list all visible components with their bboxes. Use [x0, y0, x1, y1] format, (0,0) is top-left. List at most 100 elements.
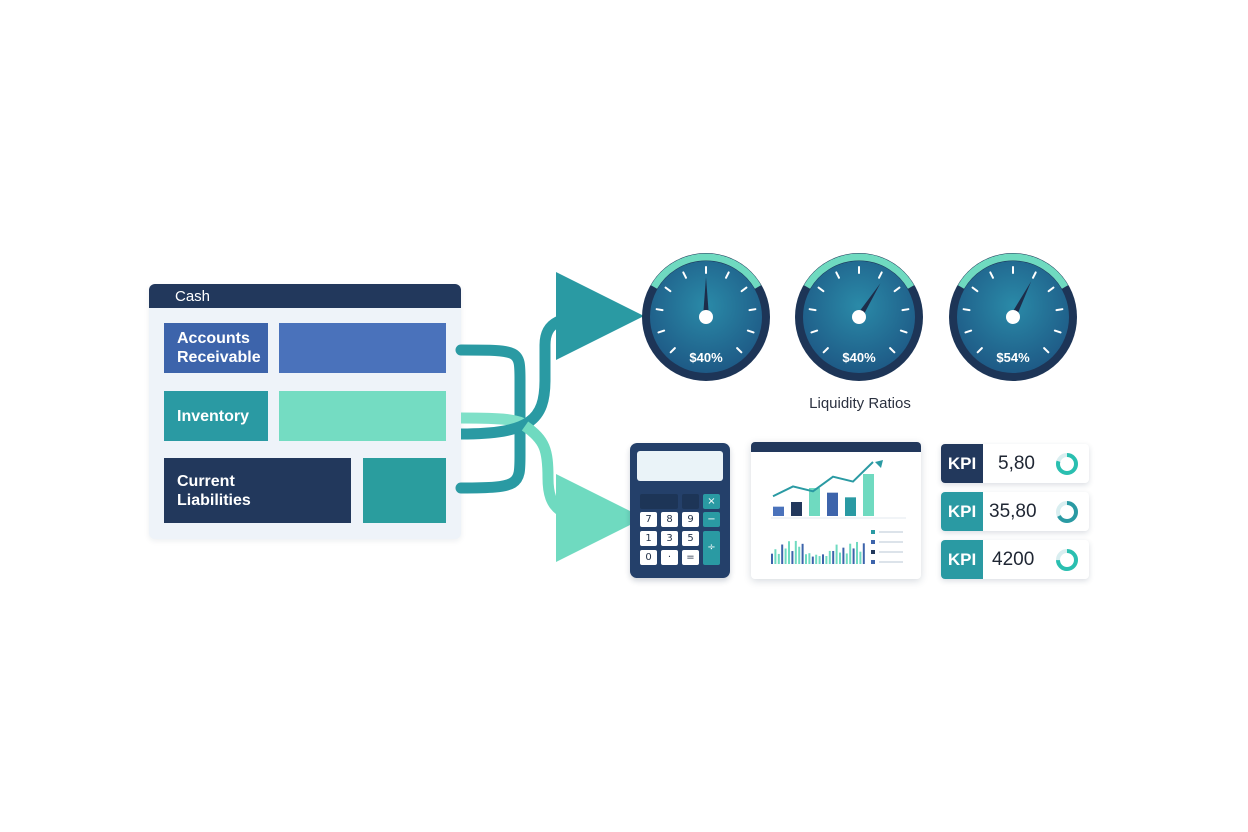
- gauge-needle: [856, 283, 881, 319]
- current-liabilities-label: Current Liabilities: [164, 458, 351, 523]
- gauge-tick: [901, 308, 910, 312]
- gauge-tick: [740, 286, 748, 293]
- gauge-3-value: $54%: [996, 350, 1030, 365]
- mini-area-bar: [777, 553, 780, 564]
- calc-key-blank-2: [682, 494, 699, 509]
- gauge-tick: [899, 329, 908, 334]
- current-liabilities-bar: [363, 458, 446, 523]
- mini-area-bar: [852, 548, 855, 564]
- mini-area-bar: [845, 553, 848, 564]
- gauge-3-dial: [949, 253, 1077, 381]
- gauge-needle: [703, 277, 709, 317]
- calc-key-0: 0: [640, 550, 657, 565]
- kpi-value-2: 35,80: [989, 501, 1037, 522]
- mini-area-bar: [842, 547, 845, 564]
- gauge-3: [947, 251, 1079, 383]
- kpi-tag-3: KPI: [941, 540, 983, 579]
- kpi-ring-icon-1: [1056, 453, 1078, 475]
- calc-key-divide: ÷: [703, 531, 720, 565]
- legend-lines: [871, 530, 903, 564]
- mini-area-bar: [828, 550, 831, 564]
- gauge-2-value: $40%: [842, 350, 876, 365]
- mini-area-bar: [791, 551, 794, 564]
- mini-area-bar: [794, 540, 797, 564]
- gauge-tick: [655, 308, 664, 312]
- gauge-tick: [893, 286, 901, 293]
- gauge-needle: [1010, 281, 1032, 319]
- cash-label: Cash: [175, 288, 211, 305]
- mini-area-bar: [835, 544, 838, 564]
- gauge-tick: [976, 347, 983, 354]
- accounts-receivable-bar: [279, 323, 446, 373]
- arrow-to-tools: [521, 421, 644, 562]
- kpi-value-1: 5,80: [998, 453, 1035, 474]
- calc-key-5: 5: [682, 531, 699, 546]
- calc-key-3: 3: [661, 531, 678, 546]
- mini-bar: [773, 506, 784, 516]
- mini-area-bar: [862, 543, 865, 564]
- mini-area-bar: [805, 554, 807, 564]
- gauge-hub: [699, 310, 713, 324]
- calc-key-equals: =: [682, 550, 699, 565]
- kpi-ring-icon-3: [1056, 549, 1078, 571]
- gauge-tick: [657, 329, 666, 334]
- gauge-tick: [1031, 271, 1037, 279]
- gauge-arc: [804, 253, 914, 289]
- mini-bar: [863, 474, 874, 516]
- gauge-tick: [1053, 329, 1062, 334]
- mini-area-chart: [771, 540, 865, 564]
- mini-area-bar: [818, 556, 821, 564]
- dashboard-charts: [771, 460, 906, 564]
- calc-key-9: 9: [682, 512, 699, 527]
- gauge-tick: [817, 286, 825, 293]
- mini-area-bar: [781, 544, 784, 564]
- gauge-tick: [835, 271, 841, 279]
- mini-area-bar: [801, 543, 804, 564]
- calc-key-1: 1: [640, 531, 657, 546]
- mini-bar: [845, 497, 856, 516]
- mini-area-bar: [839, 552, 841, 564]
- gauge-1-dial: [642, 253, 770, 381]
- accounts-receivable-label: Accounts Receivable: [164, 323, 268, 373]
- gauge-tick: [664, 286, 672, 293]
- gauge-tick: [1047, 286, 1055, 293]
- gauge-tick: [1043, 347, 1050, 354]
- mini-area-bar: [784, 548, 787, 564]
- kpi-ring-icon-2: [1056, 501, 1078, 523]
- mini-area-bar: [815, 554, 818, 564]
- mini-area-bar: [788, 541, 790, 564]
- gauge-hub: [852, 310, 866, 324]
- mini-area-bar: [849, 543, 852, 564]
- mini-area-bar: [774, 549, 777, 564]
- calc-key-blank: [640, 494, 678, 509]
- gauge-tick: [724, 271, 730, 279]
- gauge-tick: [964, 329, 973, 334]
- mini-area-bar: [822, 554, 824, 564]
- trend-line: [772, 461, 874, 498]
- kpi-value-3: 4200: [992, 549, 1035, 570]
- mini-area-bar: [825, 556, 828, 564]
- calc-key-minus: −: [703, 512, 720, 527]
- trend-arrow-icon: [875, 460, 883, 468]
- mini-area-bar: [832, 550, 835, 564]
- inventory-label: Inventory: [164, 391, 268, 441]
- mini-area-bar: [808, 553, 811, 564]
- mini-area-bar: [771, 553, 773, 564]
- gauge-tick: [889, 347, 896, 354]
- gauge-arc: [651, 253, 761, 289]
- arrow-to-gauges: [460, 272, 644, 440]
- gauge-arc: [958, 253, 1068, 289]
- gauge-tick: [748, 308, 757, 312]
- gauge-hub: [1006, 310, 1020, 324]
- gauge-tick: [989, 271, 995, 279]
- mini-bar: [791, 502, 802, 516]
- gauge-2: [793, 251, 925, 383]
- liquidity-ratios-title: Liquidity Ratios: [809, 395, 911, 412]
- calc-key-7: 7: [640, 512, 657, 527]
- calc-key-multiply: ×: [703, 494, 720, 509]
- calc-key-8: 8: [661, 512, 678, 527]
- mini-area-bar: [859, 551, 862, 564]
- gauge-tick: [822, 347, 829, 354]
- mini-bar: [827, 492, 838, 516]
